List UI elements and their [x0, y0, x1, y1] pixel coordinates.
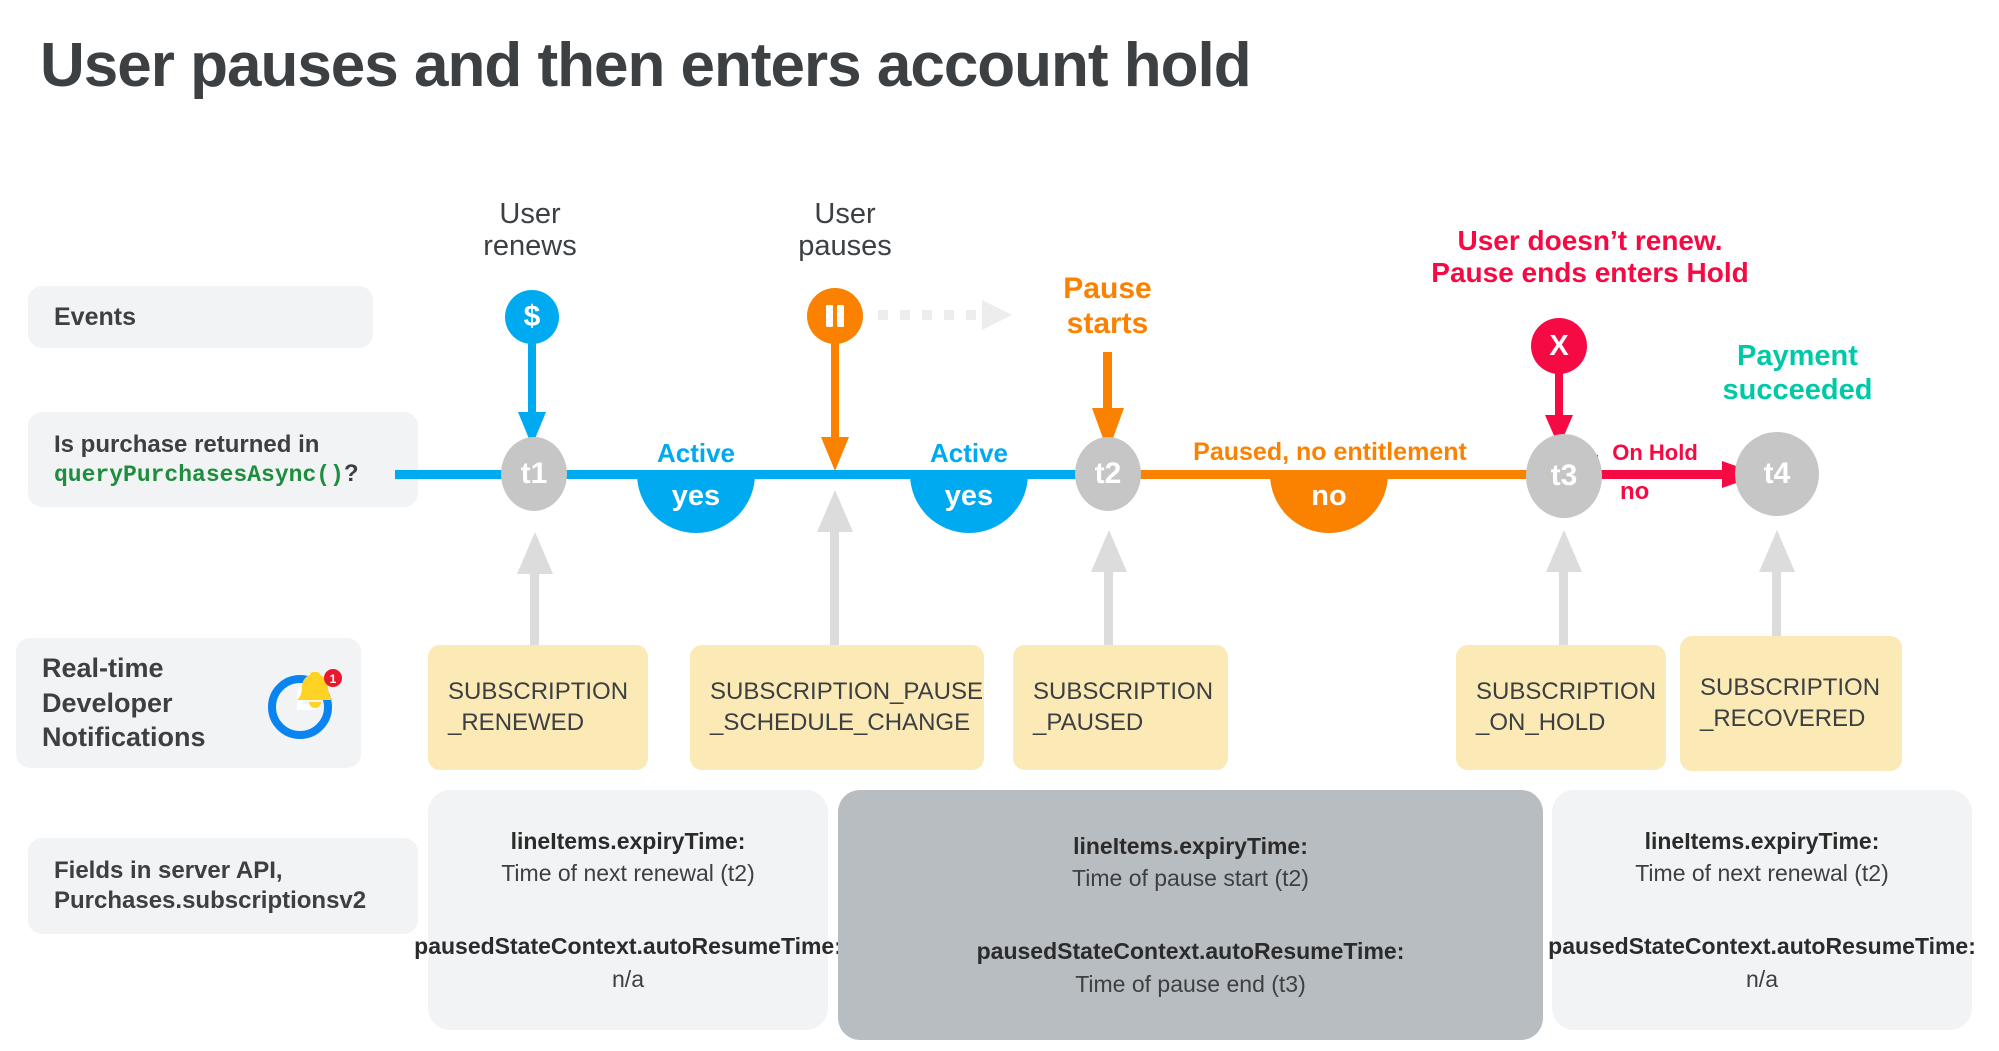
timeline-node-t3[interactable]: t3 — [1526, 434, 1602, 518]
field-panel-recovered: lineItems.expiryTime: Time of next renew… — [1548, 790, 1976, 1030]
page-title: User pauses and then enters account hold — [40, 31, 1252, 100]
notification-card-subscription-renewed[interactable]: SUBSCRIPTION _RENEWED — [428, 645, 648, 770]
segment-label-paused: Paused, no entitlement — [1193, 438, 1467, 466]
event-caption-line1: User — [499, 198, 561, 230]
field-group-auto-resume-time: pausedStateContext.autoResumeTime: Time … — [977, 937, 1405, 999]
notification-card-subscription-on-hold[interactable]: SUBSCRIPTION _ON_HOLD — [1456, 645, 1666, 770]
row-label-query-suffix: ? — [343, 460, 359, 488]
dotted-connector-pause — [878, 300, 1012, 330]
event-caption-line2: pauses — [798, 230, 892, 263]
arrow-user-pauses-to-t-line — [821, 343, 849, 471]
notification-line1: SUBSCRIPTION_PAUSE — [710, 678, 983, 706]
event-caption-line2: renews — [483, 230, 577, 263]
arrow-user-renews-to-t1 — [518, 340, 546, 446]
field-key: pausedStateContext.autoResumeTime: — [414, 933, 842, 959]
notification-line2: _RECOVERED — [1700, 704, 1866, 732]
event-caption-user-renews: User renews — [450, 198, 610, 263]
notification-line1: SUBSCRIPTION — [1700, 674, 1881, 702]
link-arrow-pause-schedule-change — [817, 490, 853, 648]
timeline-node-t4[interactable]: t4 — [1735, 432, 1819, 516]
rtdn-badge-count: 1 — [330, 672, 337, 686]
segment-label-on-hold: On Hold — [1612, 440, 1698, 465]
field-value: n/a — [612, 965, 644, 992]
segment-label-active-1: Active — [656, 438, 736, 468]
notification-card-subscription-paused[interactable]: SUBSCRIPTION _PAUSED — [1013, 645, 1228, 770]
timeline-node-t1[interactable]: t1 — [501, 437, 567, 511]
event-caption-line1: Payment — [1737, 340, 1858, 372]
event-caption-payment-succeeded: Payment succeeded — [1685, 340, 1910, 407]
field-value: Time of pause start (t2) — [1072, 865, 1309, 892]
field-group-expiry-time: lineItems.expiryTime: Time of next renew… — [1635, 827, 1889, 889]
field-key: lineItems.expiryTime: — [510, 827, 746, 854]
link-arrow-recovered — [1759, 530, 1795, 650]
event-caption-line2: succeeded — [1722, 373, 1873, 406]
field-value: Time of pause end (t3) — [1075, 970, 1306, 997]
row-label-rtdn-line1: Real-time — [42, 653, 164, 684]
field-key: pausedStateContext.autoResumeTime: — [1548, 933, 1976, 959]
field-value: n/a — [1746, 965, 1778, 992]
row-label-query-purchases: Is purchase returned in queryPurchasesAs… — [28, 412, 418, 507]
event-caption-line1: User — [814, 198, 876, 230]
field-value: Time of next renewal (t2) — [501, 860, 755, 887]
field-panel-paused: lineItems.expiryTime: Time of pause star… — [838, 790, 1543, 1040]
row-label-server-fields: Fields in server API, Purchases.subscrip… — [28, 838, 418, 934]
row-label-fields-line1: Fields in server API, — [54, 857, 283, 884]
segment-label-active-2: Active — [929, 438, 1009, 468]
notification-line2: _ON_HOLD — [1476, 708, 1606, 736]
row-label-query-line1: Is purchase returned in — [54, 430, 320, 458]
notification-card-subscription-pause-schedule-change[interactable]: SUBSCRIPTION_PAUSE _SCHEDULE_CHANGE — [690, 645, 984, 770]
row-label-events: Events — [28, 286, 373, 348]
notification-card-subscription-recovered[interactable]: SUBSCRIPTION _RECOVERED — [1680, 636, 1902, 771]
answer-bubble-active-1: yes — [637, 474, 755, 533]
link-arrow-paused — [1091, 530, 1127, 650]
answer-label-on-hold: no — [1620, 478, 1650, 505]
answer-bubble-active-2: yes — [910, 474, 1028, 533]
notification-line1: SUBSCRIPTION — [448, 678, 629, 706]
notification-line2: _RENEWED — [448, 708, 585, 736]
field-key: lineItems.expiryTime: — [1073, 832, 1308, 859]
event-caption-user-pauses: User pauses — [755, 198, 935, 263]
event-caption-line1: User doesn’t renew. — [1457, 225, 1723, 256]
x-icon: X — [1531, 318, 1587, 374]
event-caption-line2: starts — [1066, 306, 1149, 340]
notification-line2: _SCHEDULE_CHANGE — [710, 708, 971, 736]
row-label-rtdn-line3: Notifications — [42, 722, 206, 753]
event-caption-user-doesnt-renew: User doesn’t renew. Pause ends enters Ho… — [1390, 225, 1790, 290]
link-arrow-renewed — [517, 532, 553, 650]
field-group-auto-resume-time: pausedStateContext.autoResumeTime: n/a — [414, 932, 842, 994]
notification-line2: _PAUSED — [1033, 708, 1144, 736]
row-label-events-text: Events — [54, 302, 136, 331]
field-value: Time of next renewal (t2) — [1635, 860, 1889, 887]
row-label-query-code: queryPurchasesAsync() — [54, 462, 344, 489]
pause-icon — [807, 288, 863, 344]
row-label-fields-line2: Purchases.subscriptionsv2 — [54, 887, 367, 914]
event-caption-pause-starts: Pause starts — [1020, 272, 1195, 342]
answer-bubble-paused: no — [1270, 474, 1388, 533]
field-panel-active: lineItems.expiryTime: Time of next renew… — [414, 790, 842, 1030]
field-group-expiry-time: lineItems.expiryTime: Time of next renew… — [501, 827, 755, 889]
event-caption-line1: Pause — [1063, 272, 1152, 305]
dollar-icon: $ — [505, 290, 559, 344]
timeline-node-t2[interactable]: t2 — [1075, 437, 1141, 511]
field-key: pausedStateContext.autoResumeTime: — [976, 938, 1405, 964]
arrow-pause-starts-to-t2 — [1092, 352, 1124, 452]
event-caption-line2: Pause ends enters Hold — [1431, 257, 1749, 289]
row-label-rtdn: Real-time Developer Notifications 1 — [16, 638, 361, 768]
notification-line1: SUBSCRIPTION — [1476, 678, 1657, 706]
row-label-rtdn-line2: Developer — [42, 687, 173, 718]
field-key: lineItems.expiryTime: — [1644, 827, 1880, 854]
notification-line1: SUBSCRIPTION — [1033, 678, 1214, 706]
field-group-expiry-time: lineItems.expiryTime: Time of pause star… — [1072, 832, 1309, 894]
clock-bell-icon: 1 — [265, 664, 343, 742]
field-group-auto-resume-time: pausedStateContext.autoResumeTime: n/a — [1548, 932, 1976, 994]
link-arrow-on-hold — [1546, 530, 1582, 650]
arrow-doesnt-renew-to-t3 — [1545, 373, 1573, 447]
